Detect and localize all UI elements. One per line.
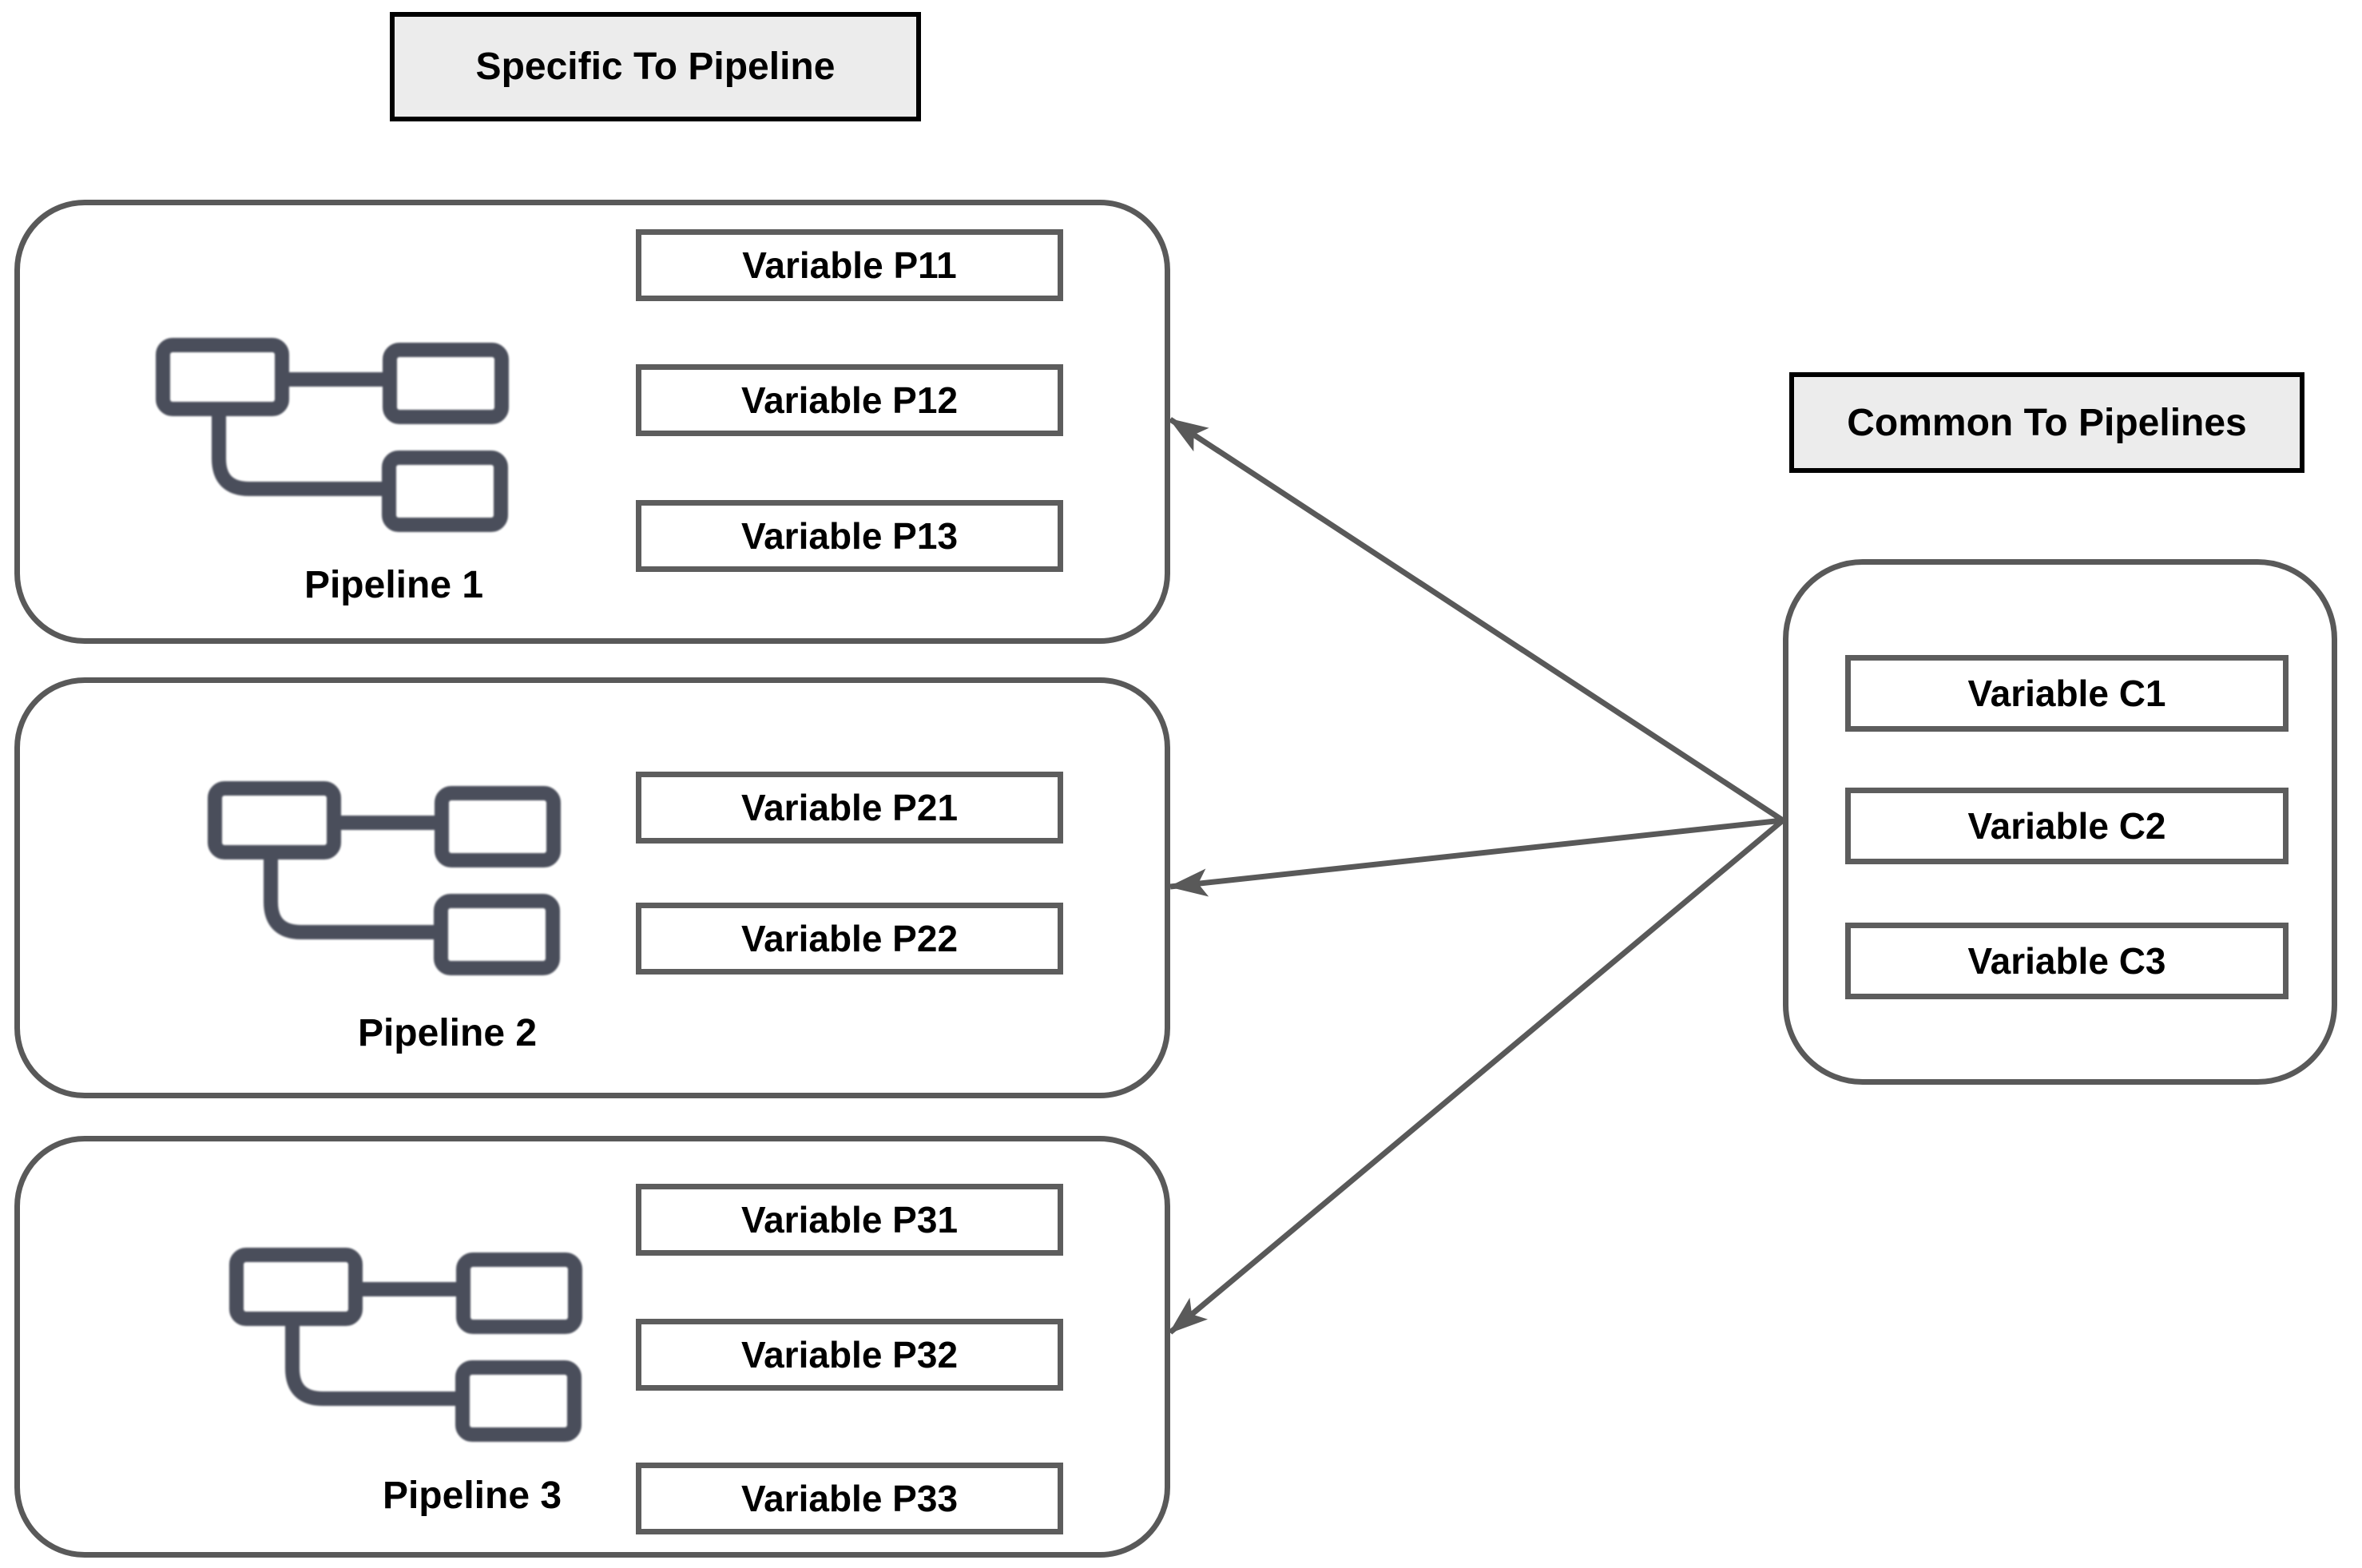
variable-p33-box: Variable P33: [636, 1463, 1063, 1534]
pipeline-1-name: Pipeline 1: [304, 564, 484, 606]
variable-c1-box: Variable C1: [1845, 655, 2289, 732]
pipeline-1-box: Variable P11 Variable P12 Variable P13 P…: [14, 200, 1170, 644]
pipeline-flow-icon: [156, 338, 509, 532]
variable-p12-box: Variable P12: [636, 364, 1063, 436]
pipeline-3-name: Pipeline 3: [382, 1475, 562, 1517]
pipeline-3-box: Variable P31 Variable P32 Variable P33 P…: [14, 1136, 1170, 1558]
variable-p32-box: Variable P32: [636, 1319, 1063, 1391]
pipeline-2-name: Pipeline 2: [357, 1012, 538, 1054]
variable-p31-box: Variable P31: [636, 1184, 1063, 1256]
common-to-pipelines-label: Common To Pipelines: [1789, 372, 2304, 473]
pipeline-flow-icon: [229, 1248, 582, 1442]
pipeline-2-box: Variable P21 Variable P22 Pipeline 2: [14, 677, 1170, 1098]
variable-p22-box: Variable P22: [636, 903, 1063, 975]
common-variables-box: Variable C1 Variable C2 Variable C3: [1783, 559, 2337, 1085]
variable-c2-box: Variable C2: [1845, 788, 2289, 864]
variable-c3-box: Variable C3: [1845, 923, 2289, 999]
arrow-common-to-pipeline-1: [1168, 417, 1784, 823]
variable-p11-box: Variable P11: [636, 229, 1063, 301]
pipeline-flow-icon: [208, 781, 561, 975]
variable-p13-box: Variable P13: [636, 500, 1063, 572]
arrow-common-to-pipeline-3: [1168, 818, 1785, 1335]
specific-to-pipeline-label: Specific To Pipeline: [390, 12, 921, 121]
arrow-common-to-pipeline-2: [1168, 817, 1784, 897]
variable-p21-box: Variable P21: [636, 772, 1063, 844]
